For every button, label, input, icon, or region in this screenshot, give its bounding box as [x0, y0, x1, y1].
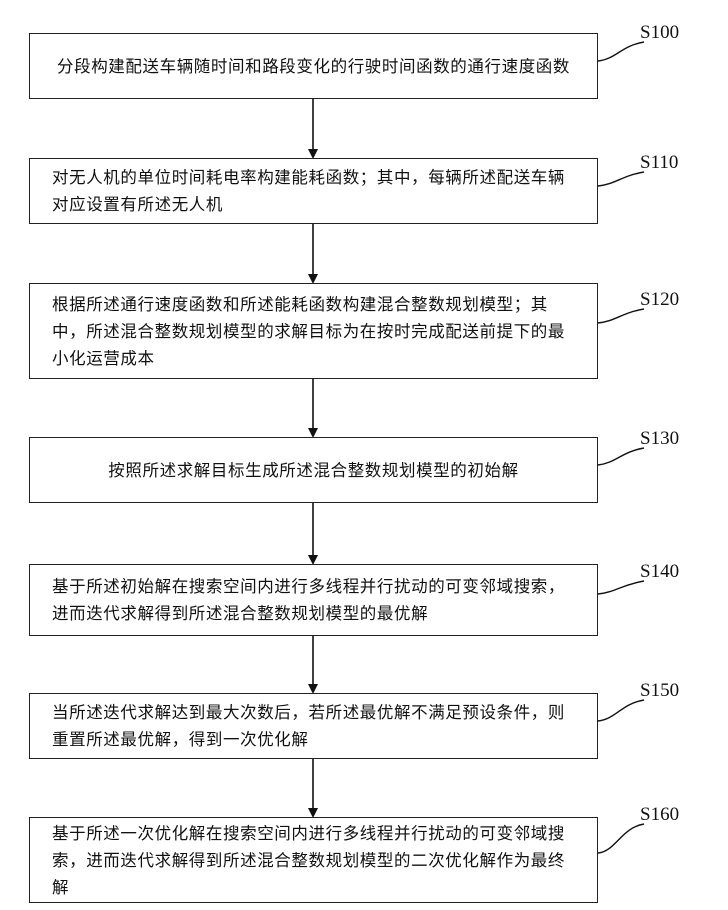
label-leader-line — [598, 448, 644, 465]
step-label-s130: S130 — [640, 428, 679, 450]
step-label-s100: S100 — [640, 22, 679, 44]
step-label-s160: S160 — [640, 804, 679, 826]
step-box-s130: 按照所述求解目标生成所述混合整数规划模型的初始解 — [29, 437, 598, 503]
step-box-s100: 分段构建配送车辆随时间和路段变化的行驶时间函数的通行速度函数 — [29, 33, 598, 99]
label-leader-line — [598, 824, 644, 853]
label-leader-line — [598, 700, 644, 721]
step-label-s140: S140 — [640, 561, 679, 583]
step-box-s140: 基于所述初始解在搜索空间内进行多线程并行扰动的可变邻域搜索，进而迭代求解得到所述… — [29, 564, 598, 636]
step-box-s120: 根据所述通行速度函数和所述能耗函数构建混合整数规划模型；其中，所述混合整数规划模… — [29, 283, 598, 379]
step-text-s150: 当所述迭代求解达到最大次数后，若所述最优解不满足预设条件，则重置所述最优解，得到… — [52, 699, 575, 753]
step-text-s120: 根据所述通行速度函数和所述能耗函数构建混合整数规划模型；其中，所述混合整数规划模… — [52, 291, 575, 372]
step-text-s110: 对无人机的单位时间耗电率构建能耗函数；其中，每辆所述配送车辆对应设置有所述无人机 — [52, 164, 575, 218]
step-box-s150: 当所述迭代求解达到最大次数后，若所述最优解不满足预设条件，则重置所述最优解，得到… — [29, 693, 598, 759]
step-label-s110: S110 — [640, 152, 678, 174]
step-box-s110: 对无人机的单位时间耗电率构建能耗函数；其中，每辆所述配送车辆对应设置有所述无人机 — [29, 158, 598, 224]
step-text-s140: 基于所述初始解在搜索空间内进行多线程并行扰动的可变邻域搜索，进而迭代求解得到所述… — [52, 573, 575, 627]
step-label-s150: S150 — [640, 680, 679, 702]
label-leader-line — [598, 581, 644, 594]
step-label-s120: S120 — [640, 289, 679, 311]
label-leader-line — [598, 42, 644, 61]
label-leader-line — [598, 309, 644, 323]
step-box-s160: 基于所述一次优化解在搜索空间内进行多线程并行扰动的可变邻域搜索，进而迭代求解得到… — [29, 817, 598, 903]
step-text-s160: 基于所述一次优化解在搜索空间内进行多线程并行扰动的可变邻域搜索，进而迭代求解得到… — [52, 820, 575, 901]
label-leader-line — [598, 172, 644, 186]
step-text-s100: 分段构建配送车辆随时间和路段变化的行驶时间函数的通行速度函数 — [57, 53, 570, 80]
step-text-s130: 按照所述求解目标生成所述混合整数规划模型的初始解 — [108, 457, 518, 484]
